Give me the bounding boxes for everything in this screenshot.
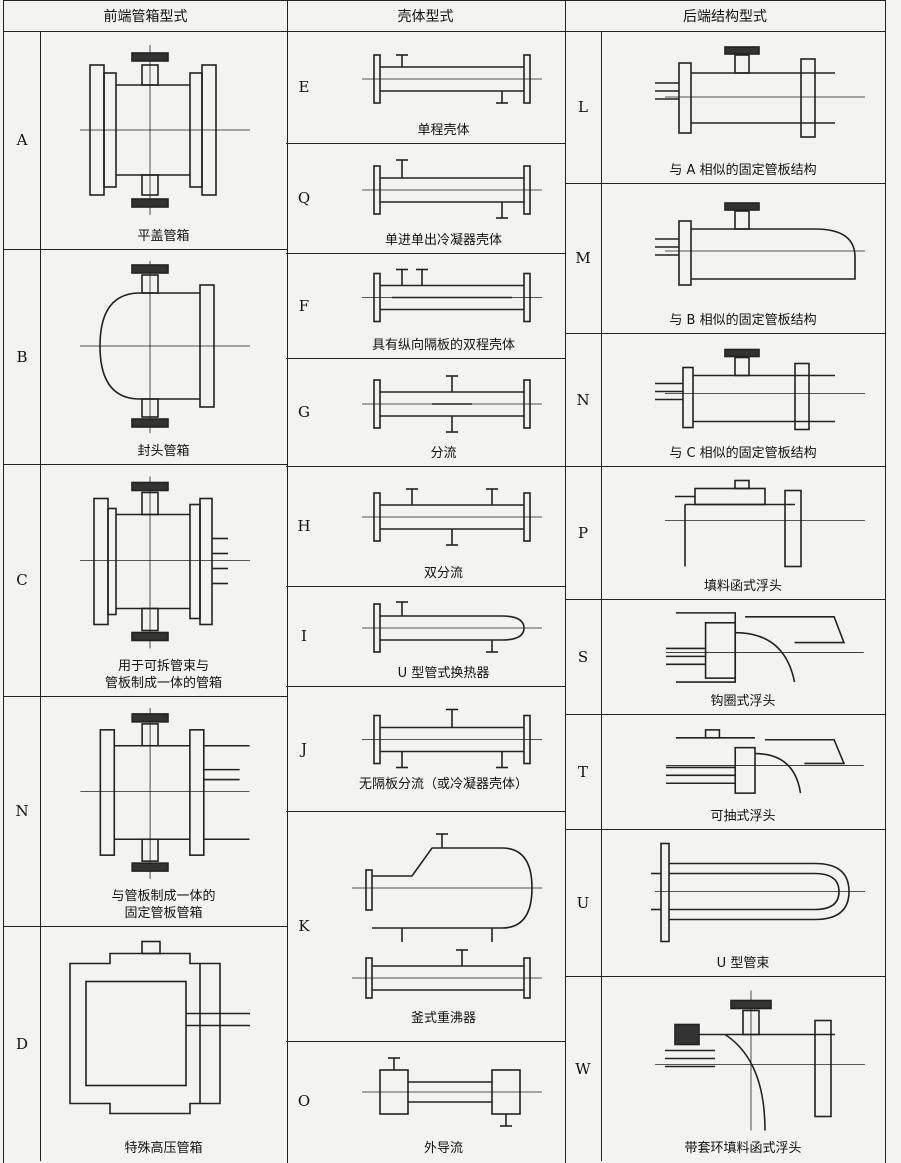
rear-code-s: S xyxy=(565,599,602,714)
flat-cover-channel-drawing xyxy=(50,35,280,225)
double-split-flow-shell-drawing xyxy=(352,470,552,562)
packed-floating-head-drawing xyxy=(635,470,875,575)
shell-label-f: 具有纵向隔板的双程壳体 xyxy=(371,338,515,353)
shell-code-o: O xyxy=(297,1092,311,1110)
one-pass-shell-drawing xyxy=(352,35,552,119)
shell-label-i: U 型管式换热器 xyxy=(397,666,490,681)
bonnet-channel-drawing xyxy=(50,253,280,440)
front-code-d: D xyxy=(4,926,41,1161)
front-label-d: 特殊高压管箱 xyxy=(124,1141,203,1156)
front-code-b: B xyxy=(4,249,41,464)
removable-bundle-channel-drawing xyxy=(50,468,280,654)
shell-row-g: G 分流 xyxy=(286,358,565,467)
rear-code-u: U xyxy=(565,829,602,976)
shell-code-e: E xyxy=(298,78,310,96)
split-ring-floating-head-drawing xyxy=(635,603,875,690)
rear-label-u: U 型管束 xyxy=(716,956,770,971)
external-guide-flow-shell-drawing xyxy=(352,1045,552,1137)
front-row-d: D 特殊高压管箱 xyxy=(4,926,287,1161)
shell-code-k: K xyxy=(298,917,310,935)
rear-row-s: S 钩圈式浮头 xyxy=(565,599,885,715)
rear-row-p: P 填料函式浮头 xyxy=(565,466,885,600)
shell-code-f: F xyxy=(298,296,310,315)
front-row-a: A 平盖管箱 xyxy=(4,31,287,250)
rear-row-t: T 可抽式浮头 xyxy=(565,714,885,830)
shell-row-q: Q 单进单出冷凝器壳体 xyxy=(286,143,565,254)
shell-code-i: I xyxy=(301,627,307,645)
shell-code-j: J xyxy=(300,739,307,758)
pull-through-floating-head-drawing xyxy=(635,718,875,805)
fixed-tubesheet-like-c-drawing xyxy=(635,337,875,442)
fixed-tubesheet-like-b-drawing xyxy=(635,187,875,309)
shell-row-h: H 双分流 xyxy=(286,466,565,587)
front-label-c: 用于可拆管束与 管板制成一体的管箱 xyxy=(104,659,222,691)
fixed-tubesheet-like-a-drawing xyxy=(635,35,875,159)
integral-tubesheet-channel-drawing xyxy=(50,700,280,884)
packed-lantern-ring-floating-head-drawing xyxy=(635,980,875,1137)
divided-flow-shell-drawing xyxy=(352,690,552,787)
front-label-b: 封头管箱 xyxy=(137,444,190,459)
shell-row-f: F 具有纵向隔板的双程壳体 xyxy=(286,253,565,359)
shell-row-i: I U 型管式换热器 xyxy=(286,586,565,687)
u-tube-shell-drawing xyxy=(352,590,552,662)
shell-label-j: 无隔板分流（或冷凝器壳体） xyxy=(358,777,528,792)
front-column: 前端管箱型式 A 平盖管箱 xyxy=(3,0,288,1163)
split-flow-shell-drawing xyxy=(352,362,552,442)
rear-row-l: L 与 A 相似的固定管板结构 xyxy=(565,31,885,184)
rear-header: 后端结构型式 xyxy=(565,1,885,32)
rear-label-m: 与 B 相似的固定管板结构 xyxy=(669,313,817,328)
rear-label-l: 与 A 相似的固定管板结构 xyxy=(669,163,817,178)
shell-code-h: H xyxy=(297,517,311,535)
rear-row-u: U U 型管束 xyxy=(565,829,885,977)
rear-row-w: W 带套环填料函式浮头 xyxy=(565,976,885,1161)
front-row-b: B 封头管箱 xyxy=(4,249,287,465)
shell-label-q: 单进单出冷凝器壳体 xyxy=(384,233,502,248)
shell-label-e: 单程壳体 xyxy=(417,123,470,138)
rear-row-n: N 与 C 相似的固定管板结构 xyxy=(565,333,885,467)
shell-code-q: Q xyxy=(297,189,311,207)
rear-label-t: 可抽式浮头 xyxy=(710,809,776,824)
u-tube-bundle-drawing xyxy=(635,833,875,952)
front-header: 前端管箱型式 xyxy=(4,1,287,32)
front-code-c: C xyxy=(4,464,41,696)
shell-row-j: J 无隔板分流（或冷凝器壳体） xyxy=(286,686,565,812)
two-pass-shell-drawing xyxy=(352,257,552,334)
rear-column: 后端结构型式 L 与 A 相似的固定管板结构 M xyxy=(565,0,886,1163)
shell-row-k: K 釜式重沸器 xyxy=(286,811,565,1042)
front-label-n: 与管板制成一体的 固定管板管箱 xyxy=(111,889,216,921)
front-label-a: 平盖管箱 xyxy=(137,229,190,244)
front-code-n: N xyxy=(4,696,41,926)
shell-header: 壳体型式 xyxy=(286,1,565,32)
shell-label-g: 分流 xyxy=(430,446,457,461)
front-row-c: C 用于可拆管束 xyxy=(4,464,287,697)
rear-code-m: M xyxy=(565,183,602,333)
rear-label-s: 钩圈式浮头 xyxy=(710,694,776,709)
condenser-shell-drawing xyxy=(352,147,552,229)
shell-label-o: 外导流 xyxy=(423,1141,463,1156)
shell-label-h: 双分流 xyxy=(423,566,463,581)
rear-label-n: 与 C 相似的固定管板结构 xyxy=(669,446,817,461)
high-pressure-channel-drawing xyxy=(50,930,280,1137)
shell-label-k: 釜式重沸器 xyxy=(410,1011,476,1026)
front-row-n: N 与管板制成一体的 固定管板管箱 xyxy=(4,696,287,927)
rear-code-p: P xyxy=(565,466,602,599)
kettle-reboiler-shell-drawing xyxy=(342,815,557,1011)
shell-code-g: G xyxy=(298,403,310,421)
rear-label-p: 填料函式浮头 xyxy=(703,579,782,594)
rear-code-l: L xyxy=(565,31,602,183)
rear-code-n: N xyxy=(565,333,602,466)
shell-row-e: E 单程壳体 xyxy=(286,31,565,144)
shell-row-o: O 外导流 xyxy=(286,1041,565,1161)
front-code-a: A xyxy=(4,31,41,249)
rear-code-w: W xyxy=(565,976,602,1161)
rear-code-t: T xyxy=(565,714,602,829)
rear-row-m: M 与 B 相似的固定管板结构 xyxy=(565,183,885,334)
rear-label-w: 带套环填料函式浮头 xyxy=(684,1141,802,1156)
shell-column: 壳体型式 E 单程壳体 Q xyxy=(286,0,566,1163)
